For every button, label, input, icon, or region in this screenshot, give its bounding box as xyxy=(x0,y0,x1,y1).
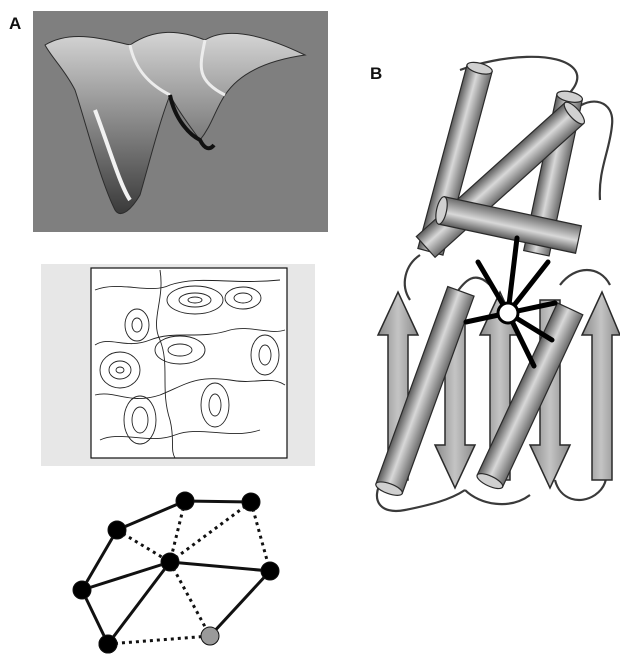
loop xyxy=(405,255,420,300)
graph-edge-dotted xyxy=(170,502,251,562)
graph-node xyxy=(108,521,126,539)
node-graph xyxy=(73,492,279,653)
graph-edge-solid xyxy=(185,501,251,502)
graph-edge-solid xyxy=(170,562,270,571)
graph-edge-solid xyxy=(108,562,170,644)
graph-node xyxy=(242,493,260,511)
graph-node xyxy=(73,581,91,599)
protein-topology xyxy=(374,57,620,511)
loop xyxy=(465,490,530,504)
graph-edge-solid xyxy=(210,571,270,636)
loop xyxy=(560,270,610,285)
energy-surface-3d xyxy=(33,11,328,232)
contour-map xyxy=(41,264,315,466)
graph-edge-dotted xyxy=(251,502,270,571)
graph-edge-solid xyxy=(117,501,185,530)
graph-edge-dotted xyxy=(108,636,210,644)
graph-node xyxy=(161,553,179,571)
graph-node xyxy=(261,562,279,580)
beta-strand xyxy=(582,292,620,480)
graph-node xyxy=(99,635,117,653)
graph-node xyxy=(201,627,219,645)
graph-node xyxy=(176,492,194,510)
binding-site-center xyxy=(498,303,518,323)
graph-edge-dotted xyxy=(170,562,210,636)
